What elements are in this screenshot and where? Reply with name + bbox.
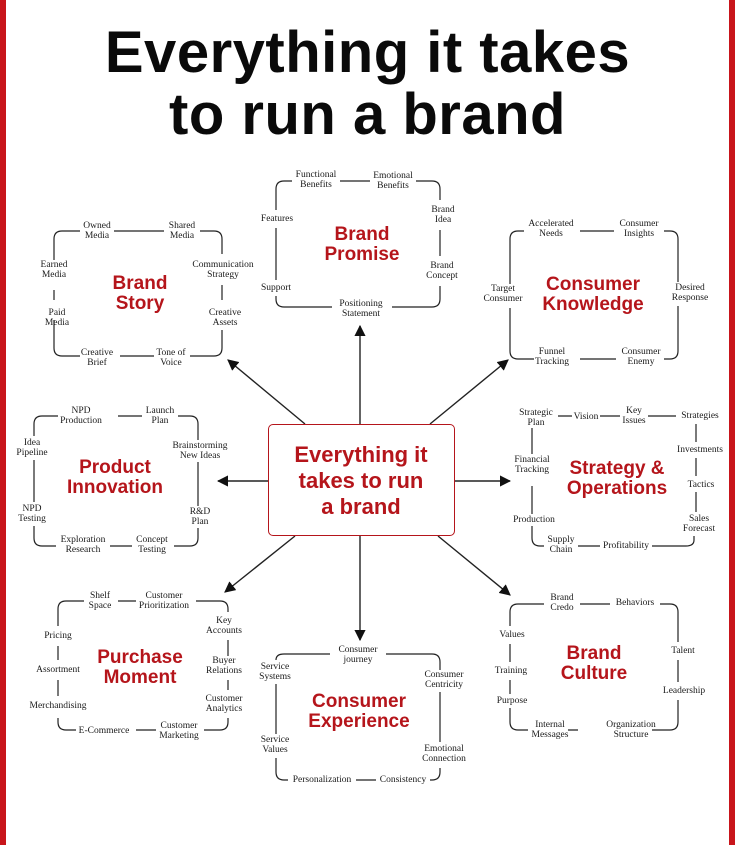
consumer-experience-item: Personalization	[292, 775, 352, 785]
center-label: Everything it takes to run a brand	[294, 442, 428, 519]
brand-story-item: Earned Media	[40, 260, 68, 280]
center-box	[268, 424, 455, 536]
product-innovation-item: Brainstorming New Ideas	[172, 441, 228, 461]
purchase-moment-item: Key Accounts	[206, 616, 242, 636]
brand-culture-item: Talent	[671, 646, 695, 656]
brand-promise-item: Brand Concept	[426, 261, 458, 281]
brand-story-item: Paid Media	[44, 308, 70, 328]
product-innovation-item: NPD Testing	[18, 504, 46, 524]
brand-promise-item: Functional Benefits	[295, 170, 337, 190]
consumer-knowledge-item: Desired Response	[671, 283, 709, 303]
purchase-moment-item: Customer Prioritization	[138, 591, 190, 611]
product-innovation-frame	[33, 415, 199, 547]
arrow-to-purchase-moment	[224, 535, 296, 593]
product-innovation-item: Concept Testing	[136, 535, 168, 555]
strategy-operations-item: Strategies	[681, 411, 719, 421]
brand-promise-item: Brand Idea	[431, 205, 455, 225]
right-red-border	[729, 0, 735, 845]
strategy-operations-item: Financial Tracking	[514, 455, 550, 475]
consumer-experience-title: Consumer Experience	[308, 691, 410, 732]
brand-story-item: Tone of Voice	[156, 348, 186, 368]
brand-story-item: Communication Strategy	[192, 260, 254, 280]
consumer-experience-item: Service Values	[260, 735, 290, 755]
brand-story-item: Shared Media	[168, 221, 196, 241]
brand-promise-item: Features	[260, 214, 294, 224]
arrow-to-consumer-knowledge	[429, 359, 509, 425]
brand-culture-item: Training	[494, 666, 528, 676]
strategy-operations-title: Strategy & Operations	[566, 458, 668, 499]
arrow-to-brand-story	[227, 359, 306, 425]
product-innovation-item: Exploration Research	[60, 535, 106, 555]
product-innovation-item: Launch Plan	[145, 406, 175, 426]
purchase-moment-item: E-Commerce	[78, 726, 130, 736]
purchase-moment-item: Merchandising	[29, 701, 87, 711]
consumer-knowledge-item: Consumer Enemy	[621, 347, 661, 367]
consumer-knowledge-item: Accelerated Needs	[528, 219, 574, 239]
product-innovation-item: R&D Plan	[189, 507, 211, 527]
consumer-knowledge-item: Target Consumer	[483, 284, 523, 304]
strategy-operations-item: Key Issues	[622, 406, 646, 426]
product-innovation-title: Product Innovation	[66, 457, 164, 498]
left-red-border	[0, 0, 6, 845]
consumer-experience-frame	[275, 653, 441, 781]
consumer-experience-item: Emotional Connection	[422, 744, 466, 764]
brand-story-item: Creative Assets	[208, 308, 242, 328]
brand-story-title: Brand Story	[112, 273, 168, 314]
brand-culture-item: Internal Messages	[531, 720, 569, 740]
consumer-experience-item: Consistency	[379, 775, 427, 785]
brand-story-item: Owned Media	[83, 221, 111, 241]
consumer-experience-item: Consumer Centricity	[424, 670, 464, 690]
purchase-moment-title: Purchase Moment	[97, 647, 183, 688]
strategy-operations-item: Vision	[573, 412, 599, 422]
purchase-moment-frame	[57, 600, 229, 731]
arrow-to-brand-culture	[437, 535, 511, 596]
brand-culture-frame	[509, 603, 679, 731]
brand-culture-item: Behaviors	[615, 598, 655, 608]
brand-promise-item: Positioning Statement	[339, 299, 383, 319]
consumer-knowledge-frame	[509, 230, 679, 360]
consumer-experience-item: Service Systems	[259, 662, 291, 682]
strategy-operations-item: Profitability	[603, 541, 649, 551]
page-title: Everything it takes to run a brand	[104, 20, 631, 147]
brand-culture-item: Purpose	[496, 696, 528, 706]
brand-promise-title: Brand Promise	[324, 224, 400, 265]
brand-culture-item: Leadership	[662, 686, 706, 696]
brand-promise-item: Emotional Benefits	[373, 171, 413, 191]
product-innovation-item: NPD Production	[60, 406, 102, 426]
purchase-moment-item: Customer Analytics	[205, 694, 243, 714]
brand-culture-item: Organization Structure	[606, 720, 656, 740]
purchase-moment-item: Pricing	[44, 631, 72, 641]
strategy-operations-item: Strategic Plan	[519, 408, 553, 428]
strategy-operations-item: Supply Chain	[547, 535, 575, 555]
strategy-operations-item: Tactics	[687, 480, 715, 490]
purchase-moment-item: Shelf Space	[88, 591, 112, 611]
consumer-experience-item: Consumer journey	[338, 645, 378, 665]
strategy-operations-item: Investments	[677, 445, 723, 455]
brand-story-frame	[53, 230, 223, 357]
product-innovation-item: Idea Pipeline	[16, 438, 48, 458]
brand-promise-item: Support	[260, 283, 292, 293]
consumer-knowledge-item: Consumer Insights	[619, 219, 659, 239]
brand-promise-frame	[275, 180, 441, 308]
brand-culture-item: Values	[499, 630, 525, 640]
consumer-knowledge-item: Funnel Tracking	[535, 347, 569, 367]
strategy-operations-item: Sales Forecast	[682, 514, 716, 534]
brand-story-item: Creative Brief	[80, 348, 114, 368]
brand-culture-title: Brand Culture	[560, 643, 628, 684]
purchase-moment-item: Customer Marketing	[159, 721, 199, 741]
strategy-operations-item: Production	[513, 515, 555, 525]
brand-culture-item: Brand Credo	[550, 593, 574, 613]
consumer-knowledge-title: Consumer Knowledge	[542, 274, 644, 315]
purchase-moment-item: Buyer Relations	[206, 656, 242, 676]
purchase-moment-item: Assortment	[36, 665, 80, 675]
